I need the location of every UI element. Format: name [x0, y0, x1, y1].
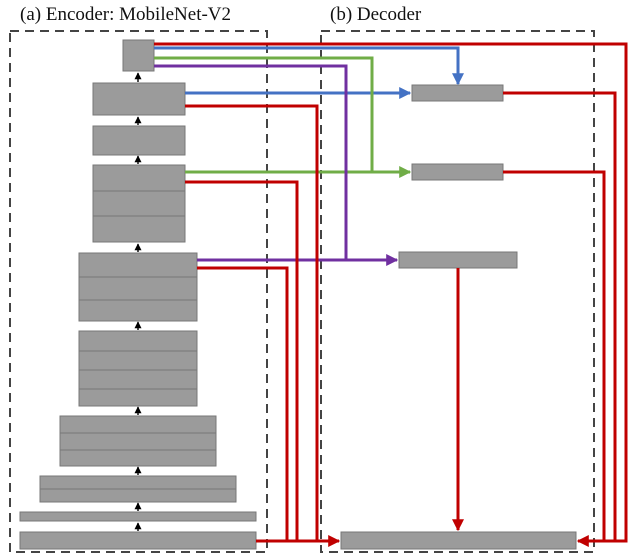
encoder-stage-7: [92, 125, 186, 156]
encoder-stage-5a: [78, 252, 198, 278]
encoder-stage-3a: [59, 415, 217, 434]
decoder-blocks: [340, 84, 577, 550]
encoder-stage-5c: [78, 299, 198, 322]
decoder-output-block: [340, 531, 577, 550]
encoder-stage-3b: [59, 432, 217, 451]
encoder-region: [9, 30, 268, 553]
encoder-stage-6c: [92, 215, 186, 243]
encoder-stage-8: [92, 82, 186, 116]
encoder-stage-4d: [78, 388, 198, 407]
encoder-stage-4b: [78, 350, 198, 371]
encoder-stage-2b: [39, 488, 237, 503]
purple-skip-connection: [154, 64, 399, 266]
encoder-stage-4a: [78, 330, 198, 352]
encoder-stage-top: [122, 39, 155, 72]
decoder-block-1: [411, 84, 504, 102]
encoder-blocks: [19, 39, 257, 550]
red-connections: [154, 42, 628, 547]
green-skip-connection: [154, 56, 412, 178]
encoder-title: (a) Encoder: MobileNet-V2: [20, 4, 232, 25]
decoder-block-3: [398, 251, 518, 269]
decoder-region: [320, 30, 595, 553]
encoder-stage-4c: [78, 369, 198, 390]
encoder-stage-1: [19, 511, 257, 522]
encoder-stage-3c: [59, 449, 217, 467]
encoder-stage-5b: [78, 276, 198, 301]
decoder-title: (b) Decoder: [330, 4, 422, 25]
decoder-block-2: [411, 163, 504, 181]
encoder-input-block: [19, 531, 257, 550]
encoder-stage-6a: [92, 164, 186, 192]
encoder-stage-6b: [92, 190, 186, 217]
encoder-stage-2a: [39, 475, 237, 490]
